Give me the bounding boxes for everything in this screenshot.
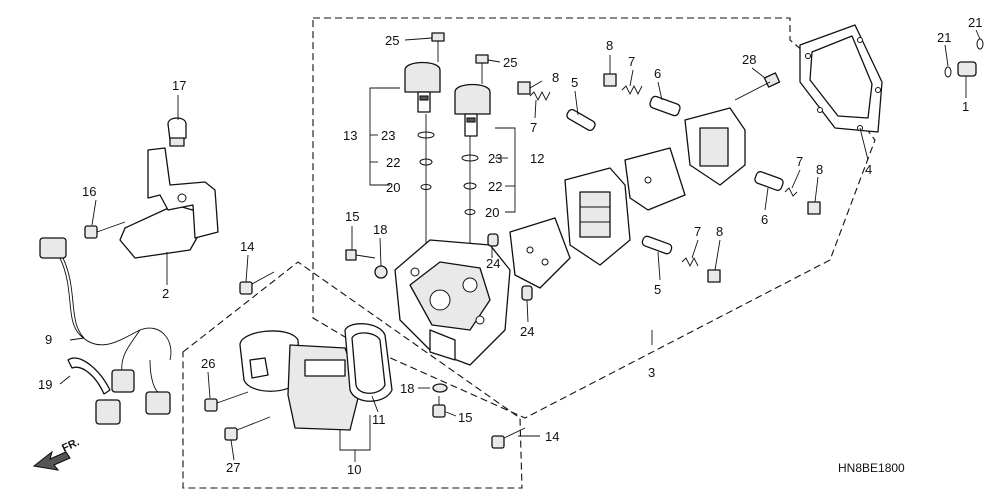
callout-17: 17 — [172, 78, 186, 93]
callout-5-top: 5 — [571, 75, 578, 90]
callout-6-top: 6 — [654, 66, 661, 81]
callout-14-bottom: 14 — [545, 429, 559, 444]
callout-24-bottom: 24 — [520, 324, 534, 339]
callout-8-top-left: 8 — [552, 70, 559, 85]
callout-11: 11 — [372, 412, 386, 427]
gasket-part-4 — [799, 24, 883, 133]
gasket-part-11 — [344, 323, 393, 402]
washer-part-21-right — [976, 38, 984, 50]
callout-1: 1 — [962, 99, 969, 114]
callout-18-top: 18 — [373, 222, 387, 237]
cable-tie-part-19 — [67, 357, 111, 395]
callout-7-bottom: 7 — [694, 224, 701, 239]
solenoid-part-13 — [404, 61, 441, 113]
callout-23-left: 23 — [381, 128, 395, 143]
callout-19: 19 — [38, 377, 52, 392]
callout-10: 10 — [347, 462, 361, 477]
callout-27: 27 — [226, 460, 240, 475]
spool-part-6-top — [649, 95, 681, 117]
bolt-part-25-left — [431, 32, 445, 62]
diagram-code: HN8BE1800 — [838, 461, 905, 475]
washer-part-18-bottom — [432, 383, 448, 393]
bolt-part-25-right — [475, 54, 489, 84]
bolt-part-16 — [84, 221, 126, 239]
callout-14-left: 14 — [240, 239, 254, 254]
shift-motor-part-10 — [239, 330, 361, 431]
callout-20-left: 20 — [386, 180, 400, 195]
leader-lines — [59, 29, 981, 462]
springs-part-7 — [529, 84, 798, 268]
valve-body-right — [564, 167, 631, 266]
callout-9: 9 — [45, 332, 52, 347]
callout-8-bottom: 8 — [716, 224, 723, 239]
callout-22-right: 22 — [488, 179, 502, 194]
callout-13: 13 — [343, 128, 357, 143]
callout-8-right: 8 — [816, 162, 823, 177]
dowel-part-24-top — [487, 233, 499, 247]
separator-plate-right — [624, 147, 686, 211]
callout-16: 16 — [82, 184, 96, 199]
spool-part-5-top — [566, 108, 596, 132]
wire-harness — [39, 237, 172, 425]
callout-28: 28 — [742, 52, 756, 67]
callout-26: 26 — [201, 356, 215, 371]
callout-15-top: 15 — [345, 209, 359, 224]
bolt-part-28 — [734, 72, 781, 101]
callout-5-bottom: 5 — [654, 282, 661, 297]
bolt-part-14-left — [239, 271, 275, 295]
callout-25-left: 25 — [385, 33, 399, 48]
callout-22-left: 22 — [386, 155, 400, 170]
washer-part-18-top — [374, 265, 388, 279]
clip-part-17 — [167, 117, 187, 147]
callout-18-bottom: 18 — [400, 381, 414, 396]
clips-part-8 — [517, 73, 821, 283]
front-direction-arrow-icon: FR. — [32, 436, 81, 471]
o-rings — [417, 114, 479, 260]
bolt-part-15-top — [345, 249, 376, 261]
valve-body-upper-right — [684, 107, 746, 186]
callout-8-top: 8 — [606, 38, 613, 53]
direction-label: FR. — [60, 436, 81, 454]
assembly-boundary — [182, 17, 876, 489]
callout-21-right: 21 — [968, 15, 982, 30]
bolt-part-27 — [224, 416, 271, 441]
callout-24-top: 24 — [486, 256, 500, 271]
callout-4: 4 — [865, 162, 872, 177]
callout-25-right: 25 — [503, 55, 517, 70]
callout-6-bottom: 6 — [761, 212, 768, 227]
separator-plate-center — [509, 217, 571, 289]
solenoid-part-12 — [454, 83, 491, 137]
spool-part-6-bottom — [754, 171, 784, 191]
callout-20-right: 20 — [485, 205, 499, 220]
callout-7-right: 7 — [796, 154, 803, 169]
spool-part-5-bottom — [641, 235, 673, 255]
washer-part-21-left — [944, 66, 952, 78]
callout-21-left: 21 — [937, 30, 951, 45]
callout-23-right: 23 — [488, 151, 502, 166]
callout-7-top: 7 — [628, 54, 635, 69]
control-unit-cover — [119, 147, 219, 259]
callout-3: 3 — [648, 365, 655, 380]
bolt-part-15-bottom — [432, 396, 446, 418]
callout-bracket-12 — [495, 127, 516, 213]
callout-2: 2 — [162, 286, 169, 301]
plug-part-1 — [957, 61, 977, 77]
valve-body-center — [394, 239, 511, 366]
callout-15-bottom: 15 — [458, 410, 472, 425]
bolt-part-26 — [204, 391, 249, 412]
callout-7-left: 7 — [530, 120, 537, 135]
dowel-part-24-bottom — [521, 285, 533, 301]
bolt-part-14-bottom — [491, 427, 526, 449]
callout-bracket-13 — [369, 87, 400, 186]
callout-12: 12 — [530, 151, 544, 166]
